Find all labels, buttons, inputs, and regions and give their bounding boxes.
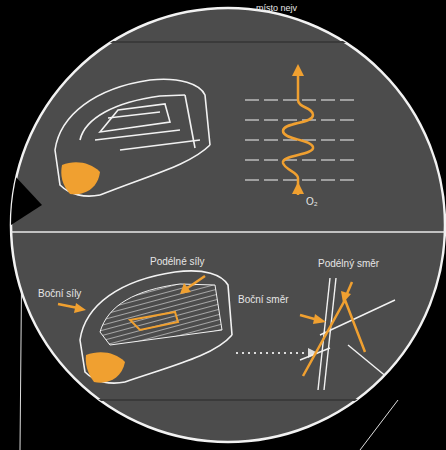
contact-patch — [86, 352, 125, 382]
arrowhead — [292, 64, 304, 76]
direction-label: Boční směr — [238, 294, 289, 305]
dotted-arrow — [236, 352, 308, 354]
force-label: Boční síly — [38, 288, 81, 299]
notch — [0, 160, 42, 232]
band-heading: místo nejv — [256, 4, 297, 14]
direction-label: Podélný směr — [318, 258, 379, 269]
tire-drawing — [55, 79, 210, 196]
tread-hatch — [100, 284, 222, 345]
gas-label: O₂ — [306, 196, 318, 207]
arrowhead — [341, 291, 351, 303]
force-arrow — [186, 276, 205, 289]
magnifier-circle — [11, 8, 445, 442]
contact-patch — [61, 162, 100, 194]
leader-line — [360, 400, 398, 450]
direction-triangle — [303, 300, 365, 376]
direction-lines — [300, 278, 405, 392]
oxygen-path — [283, 70, 313, 195]
arrowhead — [313, 314, 326, 324]
band-divider — [0, 41, 446, 43]
band-divider — [0, 231, 446, 233]
arrowhead — [292, 182, 304, 194]
arrowhead — [74, 303, 86, 313]
tread-block — [130, 312, 178, 330]
force-label: Podélné síly — [150, 256, 204, 267]
tire-drawing — [80, 271, 232, 383]
arrowhead — [180, 283, 191, 294]
band-divider — [0, 399, 446, 401]
force-arrow — [58, 304, 78, 308]
